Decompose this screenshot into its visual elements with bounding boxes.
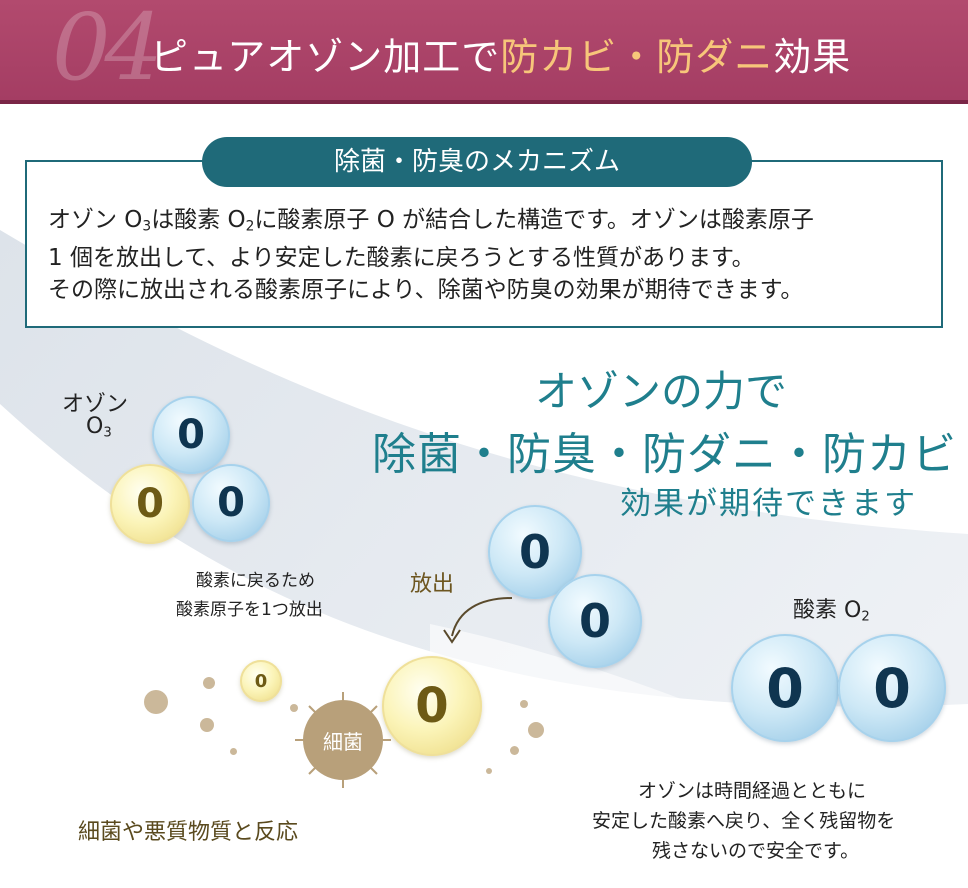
stable-note-1: オゾンは時間経過とともに — [638, 780, 867, 802]
ozone-atom-released: 0 — [110, 464, 190, 544]
headline-line-1: オゾンの力で — [535, 367, 788, 416]
title-accent-mite: 防ダニ — [656, 35, 774, 79]
particle — [200, 718, 214, 732]
release-label: 放出 — [410, 572, 455, 597]
mechanism-line-2: 1 個を放出して、より安定した酸素に戻ろうとする性質があります。 — [48, 245, 755, 272]
oxygen-atom-2: 0 — [838, 634, 946, 742]
particle — [290, 704, 298, 712]
background-curve — [0, 230, 968, 888]
title-part2: 効果 — [773, 35, 852, 79]
particle — [144, 690, 168, 714]
release-note-1: 酸素に戻るため — [196, 571, 315, 591]
release-note-2: 酸素原子を1つ放出 — [176, 600, 323, 620]
stable-note-3: 残さないので安全です。 — [652, 840, 860, 862]
section-number: 04 — [52, 0, 163, 101]
oxygen-atom-1: 0 — [731, 634, 839, 742]
ozone-formula: O3 — [86, 414, 112, 441]
bacteria-label: 細菌 — [303, 700, 383, 780]
particle — [486, 768, 492, 774]
title-accent-mold: 防カビ — [500, 35, 618, 79]
mechanism-line-3: その際に放出される酸素原子により、除菌や防臭の効果が期待できます。 — [48, 277, 804, 304]
ozone-label: オゾン — [62, 392, 129, 417]
mechanism-title: 除菌・防臭のメカニズム — [202, 137, 752, 187]
page-title: ピュアオゾン加工で防カビ・防ダニ効果 — [150, 26, 851, 81]
small-atom: 0 — [240, 660, 282, 702]
title-separator: ・ — [617, 35, 657, 79]
release-arrow-icon — [443, 597, 513, 644]
particle — [528, 722, 544, 738]
particle — [510, 746, 519, 755]
mechanism-line-1: オゾン O3は酸素 O2に酸素原子 O が結合した構造です。オゾンは酸素原子 — [48, 207, 814, 235]
reacting-atom: 0 — [382, 656, 482, 756]
headline-line-2: 除菌・防臭・防ダニ・防カビ — [372, 429, 957, 480]
oxygen-label: 酸素 O2 — [793, 598, 870, 625]
ozone-atom-top: 0 — [152, 396, 230, 474]
release-atom-2: 0 — [548, 574, 642, 668]
reaction-caption: 細菌や悪質物質と反応 — [78, 820, 299, 845]
particle — [520, 700, 528, 708]
header-banner: 04 ピュアオゾン加工で防カビ・防ダニ効果 — [0, 0, 968, 104]
mechanism-box — [25, 160, 943, 328]
stable-note-2: 安定した酸素へ戻り、全く残留物を — [592, 810, 896, 832]
headline-line-3: 効果が期待できます — [620, 486, 917, 522]
title-part1: ピュアオゾン加工で — [150, 35, 501, 79]
ozone-atom-right: 0 — [192, 464, 270, 542]
particle — [230, 748, 237, 755]
particle — [203, 677, 215, 689]
mechanism-text: オゾン O3は酸素 O2に酸素原子 O が結合した構造です。オゾンは酸素原子 1… — [48, 204, 938, 306]
